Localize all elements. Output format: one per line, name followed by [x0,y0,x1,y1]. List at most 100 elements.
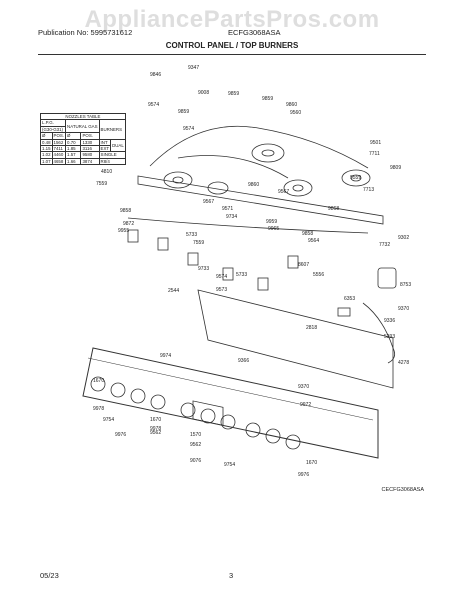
part-callout: 5733 [186,232,197,238]
part-callout: 9567 [203,199,214,205]
part-callout: 9809 [390,165,401,171]
part-callout: 9336 [384,318,395,324]
callout-labels: 9347 9846 9008 9859 9859 9860 9560 9501 7711 9809… [93,65,411,478]
part-callout: 7559 [96,181,107,187]
part-callout: 9868 [328,206,339,212]
cell: 3116 [80,144,100,153]
part-callout: 5733 [236,272,247,278]
cell: 0.70 [65,138,82,147]
part-callout: 9976 [298,472,309,478]
part-callout: 9076 [190,458,201,464]
part-callout: 9858 [120,208,131,214]
part-callout: 4278 [398,360,409,366]
part-callout: 2544 [168,288,179,294]
ignition-module [377,267,397,289]
part-callout: 8753 [400,282,411,288]
part-callout: 9560 [290,110,301,116]
gas-manifold [137,175,384,225]
col-lpg-sub: (G30-G31) [39,125,67,134]
part-callout: 6353 [344,296,355,302]
part-callout: 9972 [300,402,311,408]
gas-tube [177,155,289,179]
exploded-parts-diagram: 9347 9846 9008 9859 9859 9860 9560 9501 7711 9809… [82,65,411,478]
part-callout: 9846 [150,72,161,78]
cell: 1330 [80,138,100,147]
publication-number: Publication No: 5995731612 [38,28,133,37]
part-callout: 9501 [370,140,381,146]
knob-row [90,376,301,450]
part-callout: 7711 [369,151,380,157]
part-callout: 9564 [308,238,319,244]
part-callout: 1670 [306,460,317,466]
cell: 1.85 [65,144,82,153]
part-callout: 9959 [266,219,277,225]
door-switch [337,307,351,317]
part-callout: 9754 [224,462,235,468]
page-number: 3 [229,571,234,580]
part-callout: 9008 [198,90,209,96]
part-callout: 9574 [216,274,227,280]
part-callout: 4810 [101,169,112,175]
cell: EXT [98,144,112,153]
part-callout: 9733 [198,266,209,272]
part-callout: 9955 [118,228,129,234]
gas-tube [149,125,369,169]
sub-header: POS. [80,132,100,140]
part-callout: 9574 [148,102,159,108]
part-callout: 9872 [123,221,134,227]
part-callout: 9965 [268,226,279,232]
part-callout: 9859 [262,96,273,102]
nozzles-table-title: NOZZLES TABLE [40,112,126,121]
part-callout: 2818 [306,325,317,331]
cell: SINGLE [98,151,126,159]
part-callout: 9347 [188,65,199,71]
part-callout: 5393 [384,334,395,340]
footer-date: 05/23 [40,571,59,580]
gas-tube [127,217,369,234]
part-callout: 1570 [190,432,201,438]
part-callout: 9860 [286,102,297,108]
part-callout: 9859 [228,91,239,97]
part-callout: 9562 [190,442,201,448]
page-header: Publication No: 5995731612 ECFG3068ASA C… [38,28,426,50]
part-callout: 9734 [226,214,237,220]
part-callout: 9573 [216,287,227,293]
col-burners: BURNERS [98,119,126,140]
part-callout: 9370 [298,384,309,390]
part-callout: 9562 [150,430,161,436]
wire-harness [362,302,396,364]
part-callout: 9976 [115,432,126,438]
header-rule [38,54,426,55]
part-callout: 7713 [363,187,374,193]
part-callout: 1670 [150,417,161,423]
display-window [192,400,224,426]
image-id: CECFG3068ASA [381,487,425,493]
part-callout: 9754 [103,417,114,423]
part-callout: 7559 [193,240,204,246]
part-callout: 9571 [222,206,233,212]
part-callout: 9860 [248,182,259,188]
part-callout: 8607 [298,262,309,268]
part-callout: 9574 [183,126,194,132]
col-lpg: L.P.G. [39,119,67,127]
model-number: ECFG3068ASA [228,28,281,37]
part-callout: 9366 [238,358,249,364]
part-callout: 9974 [160,353,171,359]
section-title: CONTROL PANEL / TOP BURNERS [165,41,299,50]
part-callout: 9859 [178,109,189,115]
control-panel-bracket [197,289,394,389]
part-callout: 9302 [398,235,409,241]
cell: 1.57 [65,151,82,159]
part-callout: 9858 [302,231,313,237]
part-callout: 9559 [350,175,361,181]
valve-row [127,229,299,291]
part-callout: 9370 [398,306,409,312]
watermark: AppliancePartsPros.com [84,6,380,33]
sub-header: Ø [65,132,82,140]
cell: R8/4 [98,157,126,166]
part-callout: 9567 [278,189,289,195]
